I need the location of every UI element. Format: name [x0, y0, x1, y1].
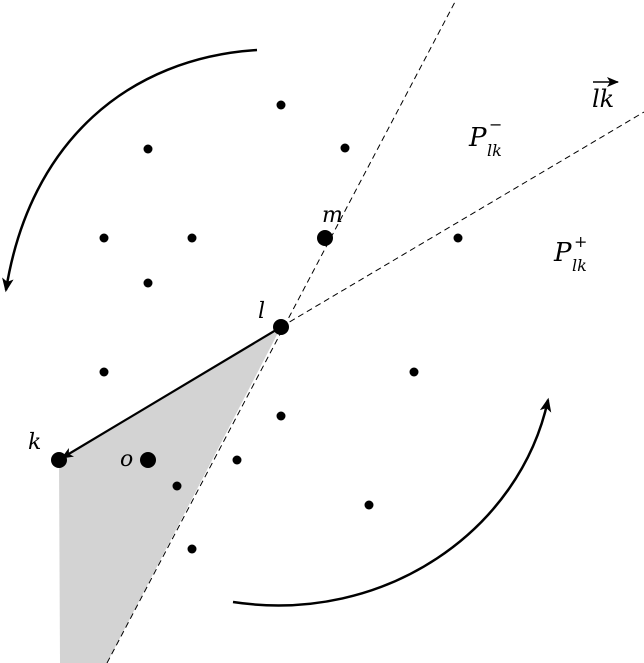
label-vector-lk-text: lk: [592, 85, 614, 113]
point: [143, 144, 153, 154]
point: [99, 233, 109, 243]
point: [276, 411, 286, 421]
point: [276, 100, 286, 110]
label-k: k: [28, 430, 41, 455]
point: [453, 233, 463, 243]
label-p-plus-sup: +: [574, 232, 587, 251]
label-p-plus: P + lk: [553, 232, 587, 275]
label-p-plus-base: P: [553, 238, 572, 268]
point: [172, 481, 182, 491]
point: [364, 500, 374, 510]
dashed-line-lk-direction: [280, 111, 644, 328]
point: [232, 455, 242, 465]
point: [187, 544, 197, 554]
point: [409, 367, 419, 377]
label-p-minus-sub: lk: [487, 141, 502, 160]
point: [187, 233, 197, 243]
arc-arrow-bottom-right: [232, 397, 552, 607]
point-o: [140, 452, 156, 468]
point-m: [317, 230, 333, 246]
label-o: o: [120, 447, 133, 472]
point-k: [51, 452, 67, 468]
vector-l-to-k: [61, 326, 282, 459]
label-p-minus-sup: −: [489, 115, 502, 134]
point-set: [99, 100, 463, 554]
point: [99, 367, 109, 377]
point: [340, 143, 350, 153]
point-l: [273, 319, 289, 335]
label-p-minus: P − lk: [468, 115, 502, 160]
label-l: l: [258, 299, 265, 324]
label-vector-lk: lk: [592, 77, 619, 113]
label-p-minus-base: P: [468, 123, 487, 153]
point: [143, 278, 153, 288]
shaded-region: [59, 327, 281, 663]
label-p-plus-sub: lk: [572, 256, 587, 275]
arc-arrow-top-left: [2, 48, 258, 293]
label-m: m: [322, 203, 343, 228]
